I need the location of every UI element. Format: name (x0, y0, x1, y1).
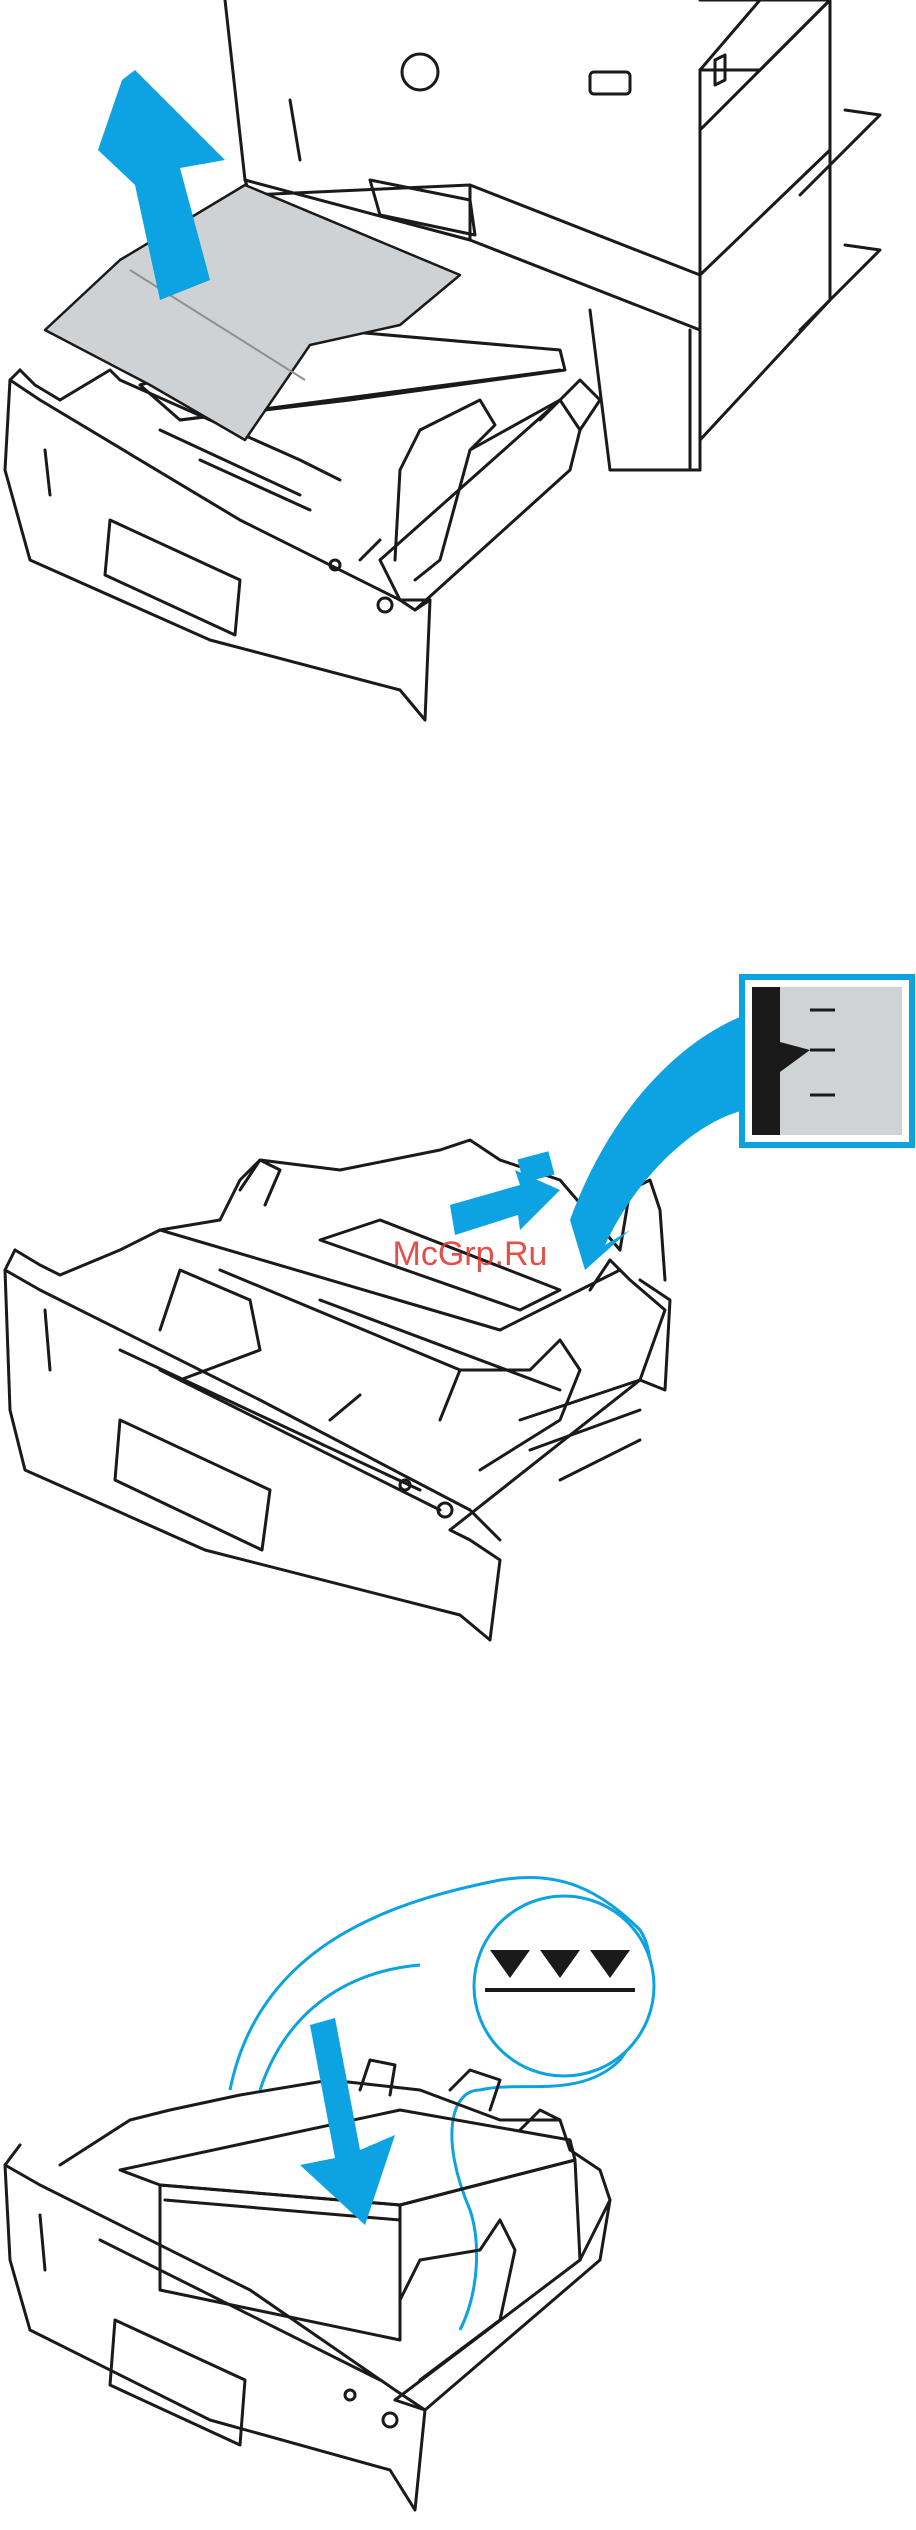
illustration-remove-jammed-paper (0, 0, 916, 750)
size-marking-icon (742, 977, 912, 1145)
illustration-adjust-paper-guide (0, 950, 916, 1750)
callout-connector (570, 1015, 745, 1270)
load-paper-drawing (0, 1820, 916, 2530)
printer-tray-drawing (0, 0, 916, 750)
watermark-text: McGrp.Ru (360, 1235, 580, 1274)
push-arrow-icon (450, 1170, 560, 1235)
illustration-load-paper (0, 1820, 916, 2530)
jammed-paper (45, 185, 460, 440)
paper-guide-drawing (0, 950, 916, 1750)
down-arrow-icon (300, 2018, 395, 2225)
